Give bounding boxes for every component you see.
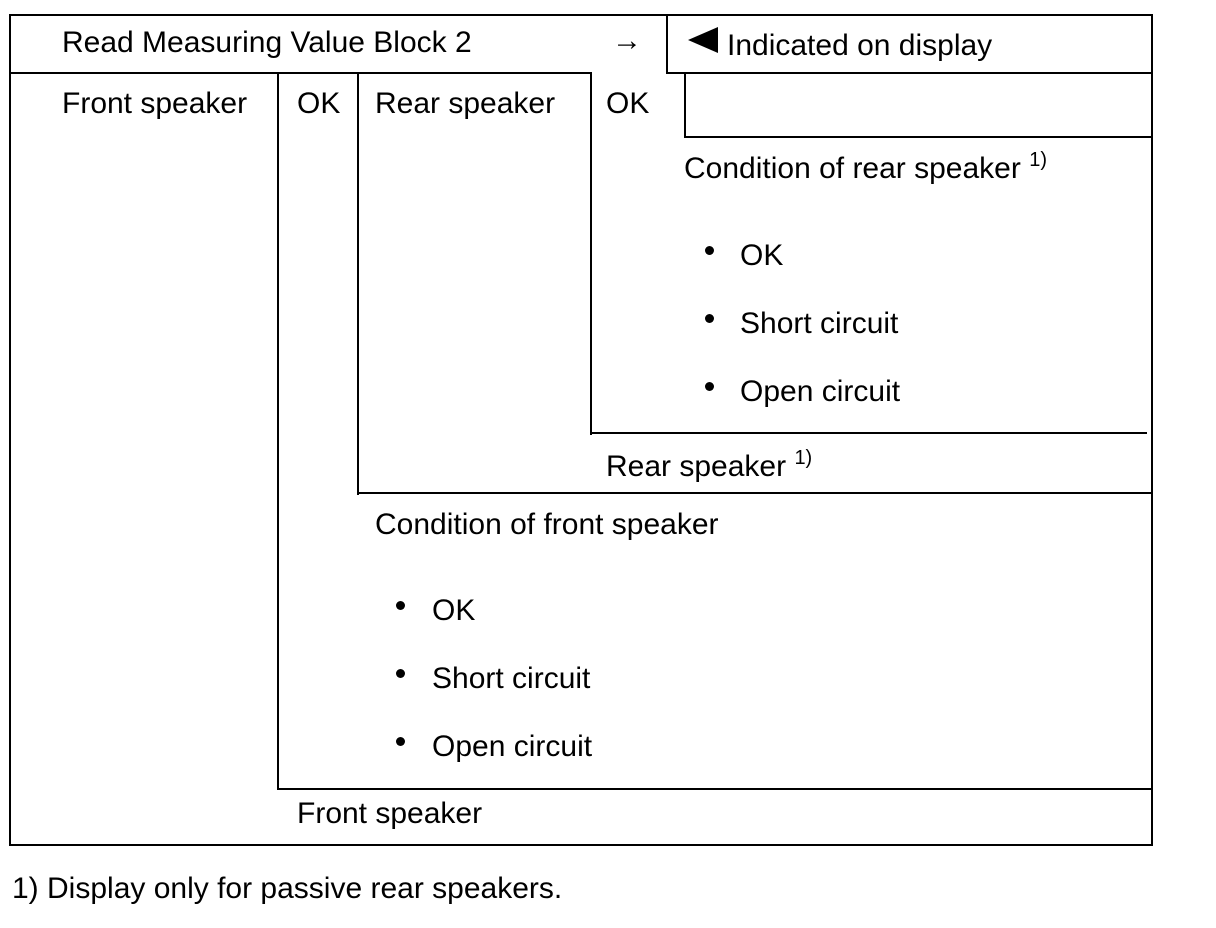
header-divider-left <box>9 72 592 74</box>
rear-speaker-footnote-ref: 1) <box>794 447 813 469</box>
rear-condition-heading: Condition of rear speaker 1) <box>684 149 1047 186</box>
rear-option-open-circuit: Open circuit <box>740 375 901 408</box>
rear-condition-heading-text: Condition of rear speaker <box>684 152 1021 185</box>
rear-speaker-label-text: Rear speaker <box>606 450 787 483</box>
rear-speaker-label: Rear speaker 1) <box>606 447 813 484</box>
bullet-icon <box>705 246 714 255</box>
front-condition-bottom-line <box>277 788 1153 790</box>
bullet-icon <box>705 382 714 391</box>
bullet-icon <box>396 601 405 610</box>
rear-speaker-bottom-line <box>357 492 1153 494</box>
field2-value: OK <box>606 87 650 120</box>
field2-value-underline <box>684 136 1153 138</box>
frame-bottom-border <box>9 844 1153 846</box>
frame-left-border <box>9 14 11 846</box>
header-divider-right <box>666 72 1153 74</box>
field2-value-right-edge <box>684 72 686 138</box>
field2-name: Rear speaker <box>375 87 556 120</box>
triangle-left-icon <box>688 27 718 53</box>
bullet-icon <box>396 737 405 746</box>
block-title: Read Measuring Value Block 2 <box>62 26 472 59</box>
rear-condition-bottom-line <box>590 432 1147 434</box>
header-separator <box>666 14 668 74</box>
bullet-icon <box>396 669 405 678</box>
field1-name: Front speaker <box>62 87 248 120</box>
front-option-short-circuit: Short circuit <box>432 662 591 695</box>
footnote: 1) Display only for passive rear speaker… <box>12 872 563 905</box>
rear-condition-footnote-ref: 1) <box>1029 149 1047 171</box>
field1-value-bracket <box>277 72 279 790</box>
frame-top-border <box>9 14 1153 16</box>
frame-right-border <box>1151 14 1153 846</box>
arrow-right-icon: → <box>612 24 642 57</box>
front-option-ok: OK <box>432 594 476 627</box>
field1-value: OK <box>297 87 341 120</box>
rear-option-short-circuit: Short circuit <box>740 307 899 340</box>
indicated-on-display-label: Indicated on display <box>727 29 993 62</box>
field2-name-bracket <box>357 72 359 495</box>
front-condition-heading: Condition of front speaker <box>375 508 719 541</box>
bullet-icon <box>705 314 714 323</box>
field2-value-bracket <box>590 72 592 435</box>
rear-option-ok: OK <box>740 239 784 272</box>
front-speaker-label: Front speaker <box>297 797 483 830</box>
front-option-open-circuit: Open circuit <box>432 730 593 763</box>
